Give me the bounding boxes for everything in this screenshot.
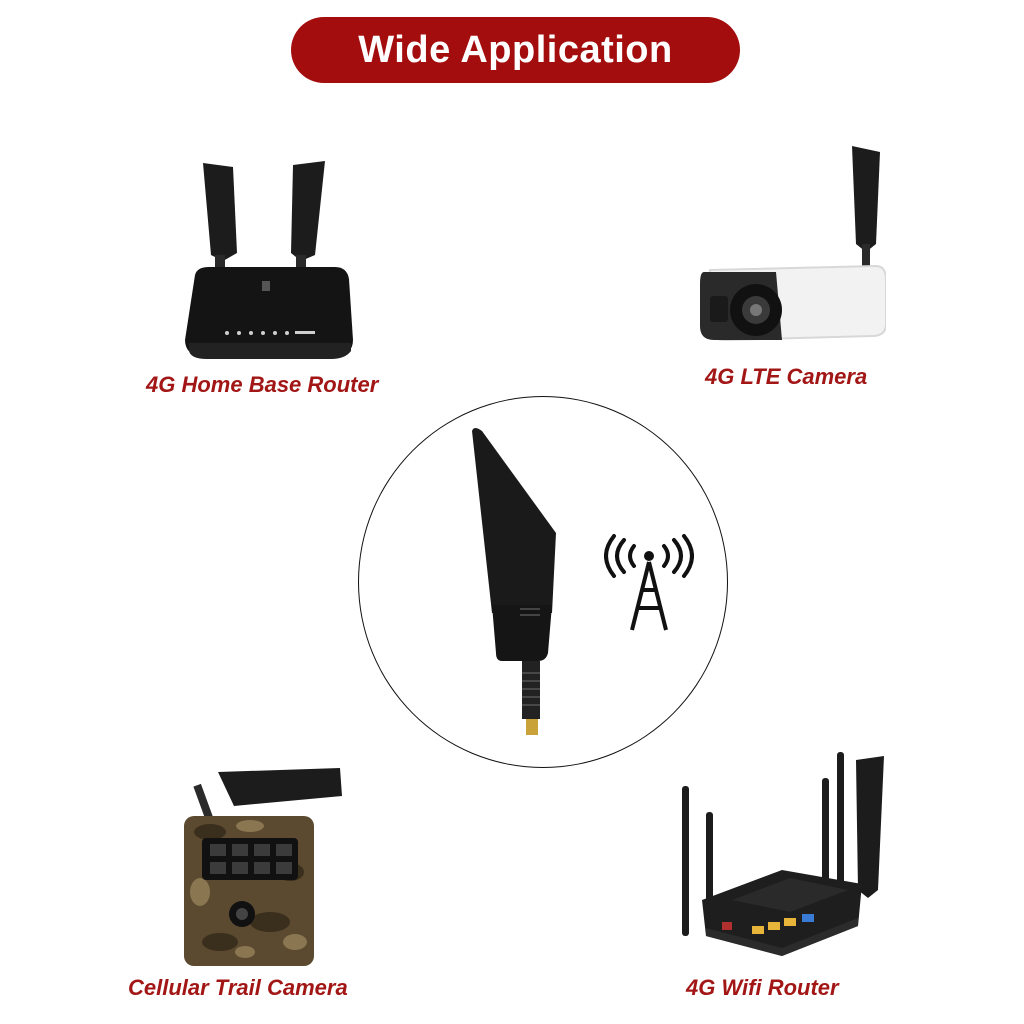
home-router-icon (185, 161, 353, 359)
lte-camera-icon (700, 146, 886, 342)
camera-antenna (852, 146, 880, 274)
signal-tower-icon (604, 534, 694, 631)
wifi-router-icon (682, 752, 884, 956)
wide-application-banner: Wide Application (291, 17, 740, 83)
banner-title: Wide Application (358, 28, 673, 71)
label-wifi-router: 4G Wifi Router (686, 975, 839, 1000)
router-antenna-right (291, 161, 325, 277)
product-circle (358, 396, 728, 768)
label-home-router: 4G Home Base Router (146, 372, 379, 397)
label-trail-camera: Cellular Trail Camera (128, 975, 348, 1000)
trail-camera-icon (184, 768, 342, 966)
router-antenna-left (203, 163, 237, 277)
trail-camera-antenna (193, 768, 342, 825)
antenna-icon (472, 428, 556, 735)
label-lte-camera: 4G LTE Camera (705, 364, 868, 389)
